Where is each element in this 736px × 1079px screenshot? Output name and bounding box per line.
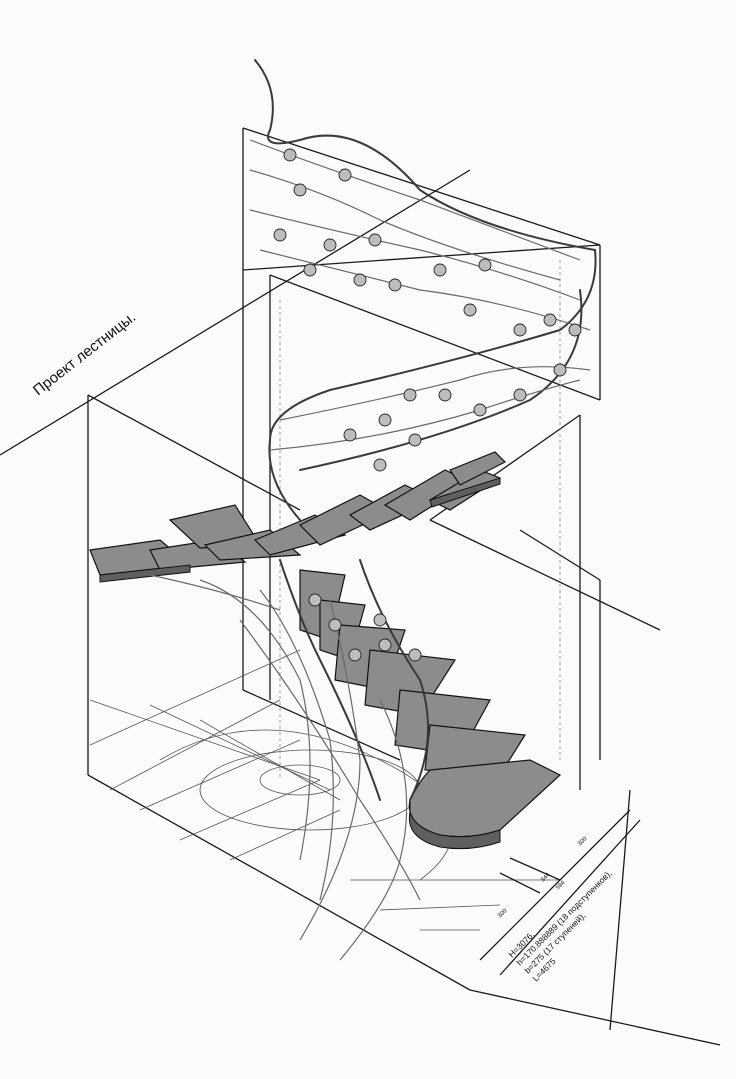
dimension-label: 344: [540, 872, 552, 884]
dimension-label: 594: [555, 880, 567, 892]
drawing-title: Проект лестницы.: [30, 309, 139, 400]
dimension-label: 300: [577, 836, 589, 848]
upper-flight-treads: [89, 451, 507, 583]
dimension-label: 300: [497, 908, 509, 920]
lower-flight-treads: [299, 569, 562, 850]
vine-railing: [149, 59, 597, 961]
dimension-labels: 300 344 594 300: [497, 836, 589, 920]
construction-lines: [0, 127, 721, 1046]
